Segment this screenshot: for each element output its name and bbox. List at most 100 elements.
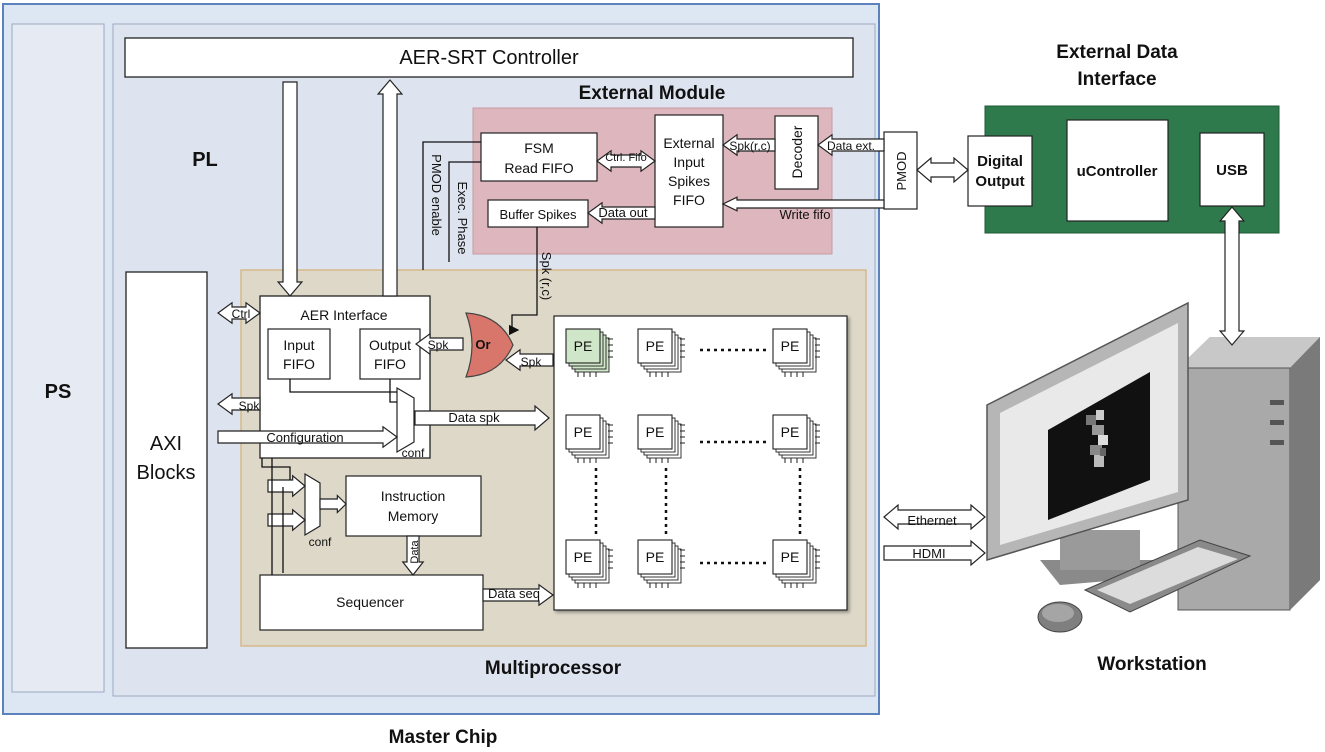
pmod-label: PMOD [894,152,909,191]
instruction-label-1: Instruction [381,488,446,504]
fsm-label-2: Read FIFO [504,160,573,176]
keyboard-icon [1083,539,1252,613]
signal-line-6 [261,458,291,480]
usb [1199,132,1265,207]
pe-chip: PE [637,328,685,377]
arrow-spk-to-output [414,332,464,356]
signal-spk-rc: Spk (r,c) [539,252,554,300]
arrow-pmod-digital [916,156,969,184]
or-gate-label: Or [475,337,490,352]
input-fifo-label-2: FIFO [283,356,315,372]
signal-ctrl-fifo: Ctrl. Fifo [605,152,647,164]
instruction-label-2: Memory [388,508,439,524]
ext-data-title-2: Interface [1077,69,1156,90]
signal-line-5 [389,379,397,403]
signal-pmod-enable: PMOD enable [429,154,444,236]
pe-label: PE [781,424,800,440]
digital-output-label-1: Digital [977,153,1023,170]
signal-hdmi: HDMI [912,546,945,561]
external-module-label: External Module [579,83,726,104]
signal-line-1 [448,161,481,262]
arrow-controller-to-aer [276,81,304,297]
arrow-ethernet [883,503,986,531]
mux-data [396,386,415,454]
arrow-data-instr [401,535,425,576]
signal-spk-axi: Spk [239,399,261,413]
buffer-spikes-label: Buffer Spikes [499,207,577,222]
sequencer-label: Sequencer [336,594,404,610]
usb-label: USB [1216,162,1248,179]
output-fifo [359,328,421,380]
mux-conf-label-1: conf [402,446,425,460]
arrow-spk-axi [216,392,261,416]
digital-output [967,135,1033,207]
pl-label: PL [192,149,218,171]
signal-data-ext: Data ext. [827,139,875,153]
arrow-usb-workstation [1218,206,1246,346]
pe-label: PE [574,549,593,565]
signal-data-out: Data out [598,205,648,220]
decoder-label: Decoder [789,125,805,178]
aer-srt-controller-label: AER-SRT Controller [399,47,579,69]
ext-fifo-label-2: Input [673,154,704,170]
arrow-data-out [586,201,656,225]
ext-data-title-1: External Data [1056,42,1178,63]
arrow-write-fifo [721,196,885,212]
pe-chip: PE [772,539,820,588]
fsm-label-1: FSM [524,140,554,156]
ps-region [11,23,105,693]
pe-label: PE [574,338,593,354]
pe-chip: PE [565,539,613,588]
pe-chip: PE [565,328,613,377]
signal-ethernet: Ethernet [907,513,957,528]
workstation-monitor-icon [986,301,1189,585]
arrow-configuration [217,425,399,449]
aer-interface-label: AER Interface [300,307,387,323]
aer-srt-controller [124,37,854,78]
mouse-icon [1037,601,1083,633]
pe-chip: PE [637,539,685,588]
axi-blocks [125,271,208,649]
sequencer [259,574,484,631]
signal-data-spk: Data spk [448,410,500,425]
pe-label: PE [781,338,800,354]
ext-fifo-label-3: Spikes [668,173,710,189]
instruction-memory [345,475,482,537]
or-gate [465,312,514,378]
multiprocessor-label: Multiprocessor [485,658,622,679]
pe-chip: PE [637,414,685,463]
arrow-data-spk [414,404,550,432]
pe-chip: PE [565,414,613,463]
axi-label-2: Blocks [137,462,196,484]
arrow-spk-rc [721,133,776,157]
signal-data-seq: Data seq [488,586,540,601]
workstation-label: Workstation [1097,654,1206,675]
arrow-data-ext [816,133,885,157]
arrow-hdmi [883,539,986,567]
signal-line-0 [422,141,481,270]
signal-spk-pe: Spk [521,355,543,369]
master-chip-label: Master Chip [389,727,498,748]
decoder [774,115,819,190]
arrow-ctrl-fifo [595,149,657,173]
ext-fifo-label-1: External [663,135,714,151]
workstation-tower-icon [1177,337,1320,611]
pe-label: PE [646,424,665,440]
ucontroller-label: uController [1077,163,1158,180]
arrow-mux-to-instr [319,494,347,514]
fsm-read-fifo [480,132,598,182]
signal-ctrl: Ctrl [232,307,251,321]
input-fifo-label-1: Input [283,337,314,353]
signal-configuration: Configuration [266,430,343,445]
signal-data-instr: Data [409,540,421,564]
mux-instruction [304,472,321,537]
arrow-ctrl [216,301,262,325]
output-fifo-label-2: FIFO [374,356,406,372]
ps-label: PS [45,381,72,403]
signal-spk-rc-short: Spk(r,c) [729,139,770,153]
arrow-spk-from-pe [504,348,554,372]
digit-image-icon [1086,410,1108,467]
arrow-aer-to-controller [376,79,404,297]
input-fifo [267,328,331,380]
